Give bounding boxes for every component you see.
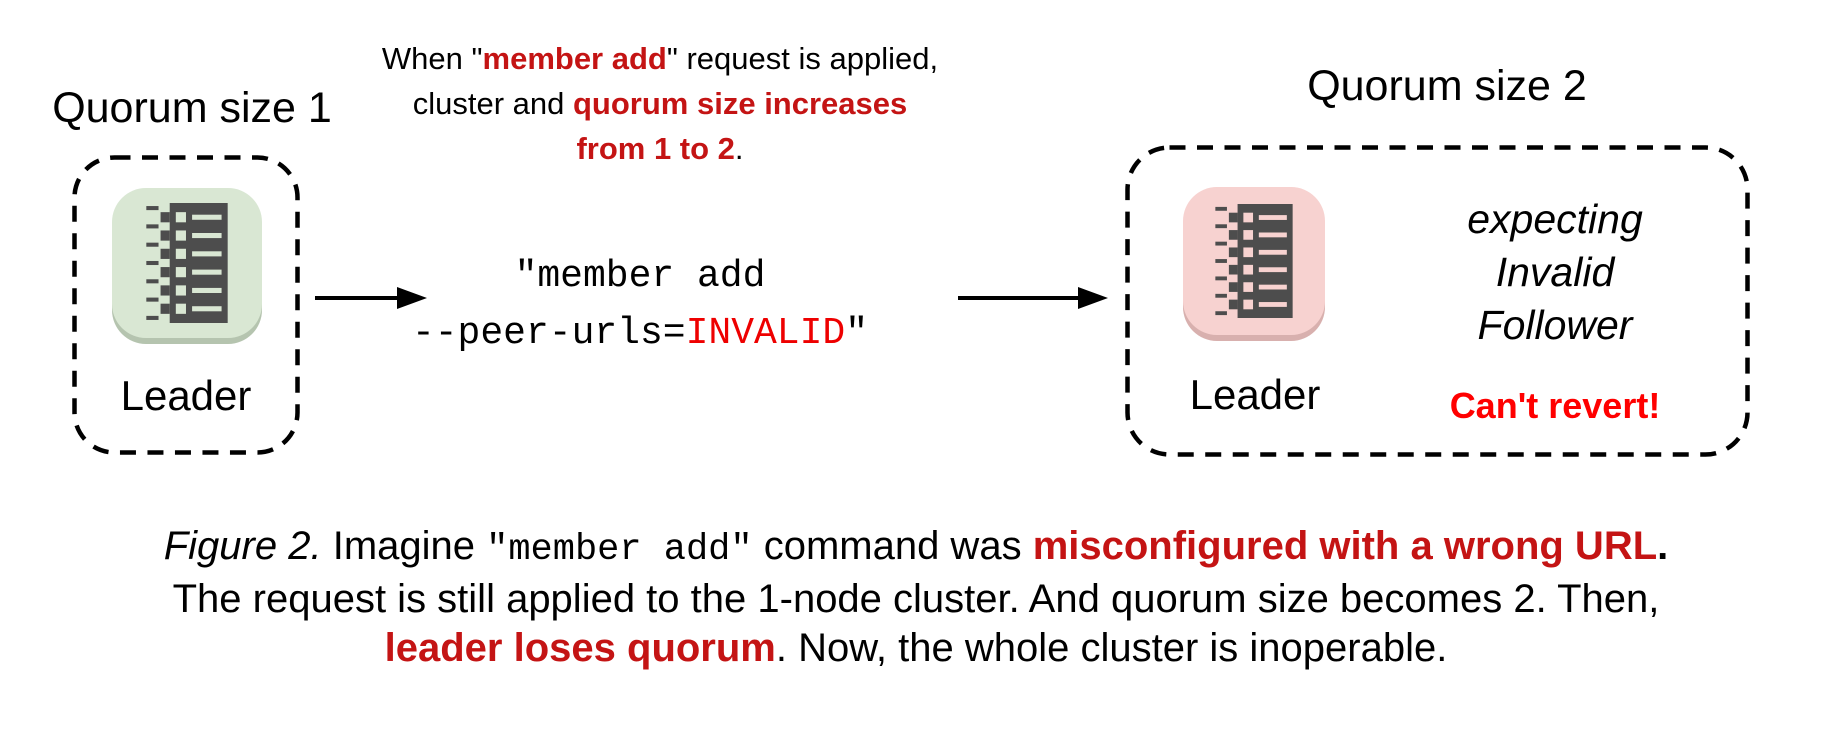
left-leader-label: Leader: [120, 372, 252, 419]
member-add-command: "member add --peer-urls=INVALID": [340, 248, 940, 362]
annotation-red-from-1-to-2: from 1 to 2: [576, 131, 735, 166]
expecting-line-3: Follower: [1477, 302, 1633, 348]
figure-caption: Figure 2. Imagine "member add" command w…: [0, 522, 1832, 673]
caption-line-2: The request is still applied to the 1-no…: [172, 577, 1660, 621]
member-add-annotation: When "member add" request is applied, cl…: [370, 36, 950, 171]
caption-mono-member-add: "member add": [486, 529, 753, 571]
figure-number-label: Figure 2.: [163, 524, 322, 568]
annotation-line-1: When "member add" request is applied,: [381, 41, 939, 76]
right-cluster-title: Quorum size 2: [1307, 62, 1587, 110]
cant-revert-warning: Can't revert!: [1449, 385, 1661, 426]
caption-line-1: Figure 2. Imagine "member add" command w…: [163, 524, 1669, 571]
arrow-right-icon-1: [315, 287, 427, 309]
right-leader-label: Leader: [1189, 371, 1321, 418]
annotation-line-2: cluster and quorum size increases: [412, 86, 908, 121]
annotation-red-quorum-increase: quorum size increases: [573, 86, 908, 121]
right-cluster-box: Leader expecting Invalid Follower Can't …: [1125, 145, 1750, 457]
command-line-1: "member add: [514, 255, 766, 298]
command-invalid-url: INVALID: [685, 312, 846, 355]
caption-red-leader-loses-quorum: leader loses quorum: [384, 626, 776, 670]
left-cluster-title: Quorum size 1: [52, 84, 332, 132]
left-cluster-dashed-border: [72, 155, 300, 455]
right-cluster-dashed-border: [1125, 145, 1750, 457]
server-rack-icon: [1215, 204, 1293, 318]
leader-node-pink: [1183, 187, 1325, 335]
annotation-line-3: from 1 to 2.: [576, 131, 744, 166]
expecting-invalid-follower-note: expecting Invalid Follower: [1370, 193, 1740, 352]
expecting-line-1: expecting: [1467, 196, 1643, 242]
caption-line-3: leader loses quorum. Now, the whole clus…: [384, 626, 1448, 670]
arrow-right-icon-2: [958, 287, 1108, 309]
left-cluster-box: Leader: [72, 155, 300, 455]
command-line-2: --peer-urls=INVALID": [411, 312, 869, 355]
expecting-line-2: Invalid: [1495, 249, 1615, 295]
caption-red-misconfigured: misconfigured with a wrong URL: [1032, 524, 1658, 568]
annotation-red-member-add: member add: [482, 41, 667, 76]
leader-node-green: [112, 188, 262, 338]
server-rack-icon: [146, 203, 228, 323]
